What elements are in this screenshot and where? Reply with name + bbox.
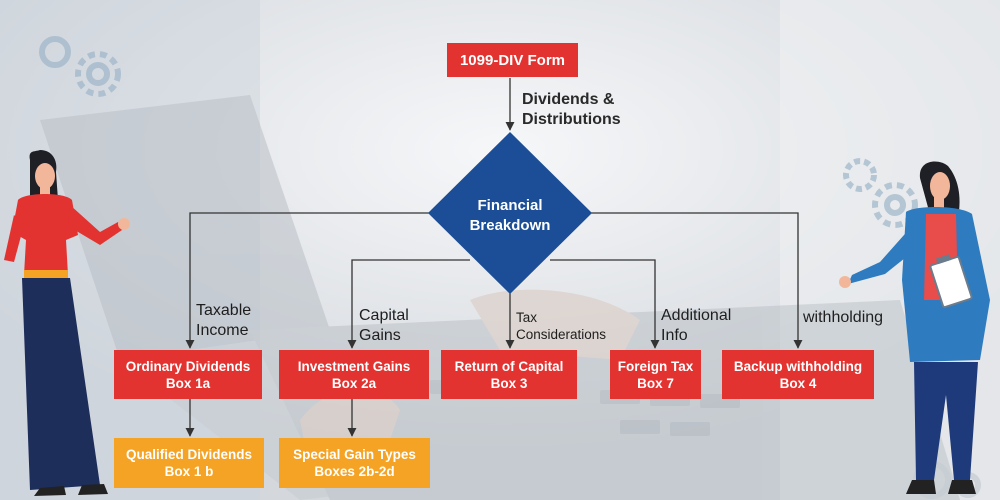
- edge-label-withholding: withholding: [803, 309, 884, 326]
- root-node-box: 1099-DIV Form: [447, 43, 578, 77]
- edge-label-tax-considerations: Tax Considerations: [516, 310, 607, 342]
- root-node-label: 1099-DIV Form: [459, 51, 566, 69]
- node-investment-gains: Investment Gains Box 2a: [279, 350, 429, 399]
- edge-label-taxable-income: Taxable Income: [196, 302, 252, 339]
- edge-center-to-backup: [590, 212, 803, 349]
- edge-center-to-investment: [347, 259, 470, 349]
- node-qualified-dividends: Qualified Dividends Box 1 b: [114, 438, 264, 488]
- edge-label-capital-gains: Capital Gains: [359, 307, 409, 344]
- node-return-of-capital: Return of Capital Box 3: [441, 350, 577, 399]
- root-edge-label: Dividends & Distributions: [522, 91, 621, 128]
- center-node-label: Financial Breakdown: [469, 197, 551, 234]
- edge-center-to-ordinary: [185, 212, 430, 349]
- node-backup-withholding: Backup withholding Box 4: [722, 350, 874, 399]
- node-special-gain-types: Special Gain Types Boxes 2b-2d: [279, 438, 430, 488]
- center-diamond: [428, 132, 592, 294]
- edge-label-additional-info: Additional Info: [661, 307, 732, 344]
- edge-center-to-foreign: [550, 259, 660, 349]
- node-ordinary-dividends: Ordinary Dividends Box 1a: [114, 350, 262, 399]
- node-foreign-tax: Foreign Tax Box 7: [610, 350, 701, 399]
